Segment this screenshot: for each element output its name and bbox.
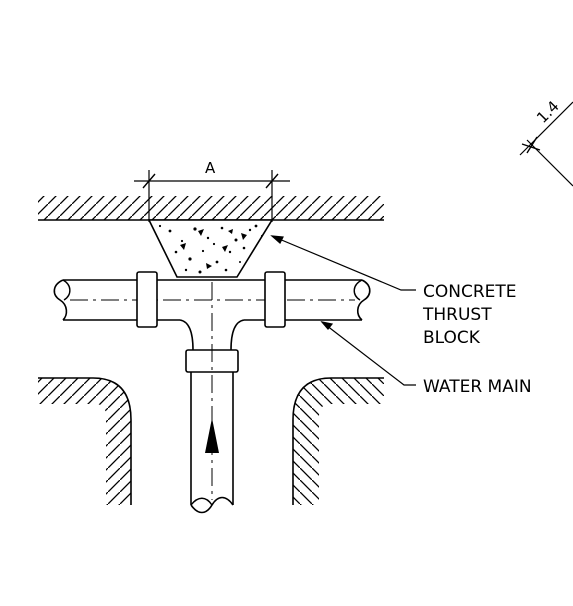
dimension-a: A <box>134 159 290 222</box>
tee-branch <box>179 282 245 514</box>
side-dimension-label: 1.4 <box>533 97 563 127</box>
ground-lower-right <box>292 377 384 505</box>
leader-concrete <box>270 235 416 291</box>
concrete-label-line1: CONCRETE <box>423 282 517 302</box>
dimension-a-label: A <box>205 159 216 177</box>
main-pipe <box>53 279 371 321</box>
leader-water-main <box>320 321 416 386</box>
concrete-label-line2: THRUST <box>422 305 492 325</box>
concrete-thrust-block <box>147 219 274 278</box>
pipe-collar-left <box>136 271 158 328</box>
arrow-up-icon <box>205 418 219 453</box>
concrete-label-line3: BLOCK <box>423 328 481 348</box>
side-dimension: 1.4 <box>519 97 573 187</box>
ground-top <box>38 196 384 221</box>
water-main-label: WATER MAIN <box>423 377 532 397</box>
ground-lower-left <box>38 377 132 505</box>
pipe-collar-right <box>264 271 286 328</box>
